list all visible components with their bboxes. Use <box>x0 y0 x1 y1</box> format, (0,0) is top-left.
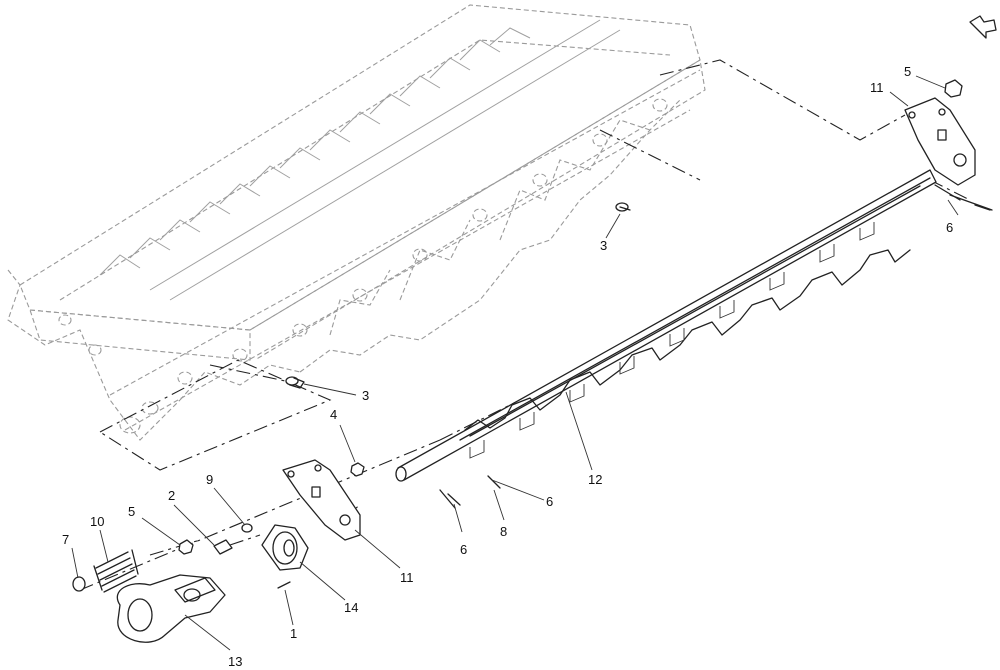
nut-upper <box>944 79 963 98</box>
clip-7 <box>72 576 86 592</box>
nut-5-lower <box>178 539 194 555</box>
knife-shaft-assembly <box>395 169 937 482</box>
callout-8: 8 <box>500 524 507 539</box>
pins-upper-right <box>934 184 993 211</box>
assembly-lines <box>79 59 971 591</box>
callout-5-lower: 5 <box>128 504 135 519</box>
callout-2: 2 <box>168 488 175 503</box>
frame-housing-outline <box>7 4 706 441</box>
callout-9: 9 <box>206 472 213 487</box>
callout-6-lower: 6 <box>460 542 467 557</box>
frame-chevron-pattern <box>99 19 621 301</box>
callout-11-lower: 11 <box>400 570 414 585</box>
callout-10: 10 <box>90 514 104 529</box>
lower-bracket-plate <box>282 459 361 541</box>
callout-1: 1 <box>290 626 297 641</box>
callout-4: 4 <box>330 407 337 422</box>
nut-4 <box>350 462 365 477</box>
bolt-upper <box>615 202 631 212</box>
callouts: 11 5 6 3 3 4 12 6 8 6 11 14 1 13 9 2 5 1… <box>62 64 953 669</box>
callout-6-middle: 6 <box>546 494 553 509</box>
callout-5-upper: 5 <box>904 64 911 79</box>
callout-13: 13 <box>228 654 242 669</box>
spring-10 <box>93 549 139 593</box>
hub-flange <box>261 524 309 571</box>
callout-7: 7 <box>62 532 69 547</box>
callout-12: 12 <box>588 472 602 487</box>
spacer-2 <box>213 539 233 555</box>
callout-3-lower: 3 <box>362 388 369 403</box>
right-bracket-plate <box>904 97 976 186</box>
callout-6-upper: 6 <box>946 220 953 235</box>
callout-3-upper: 3 <box>600 238 607 253</box>
callout-14: 14 <box>344 600 358 615</box>
handle-lever <box>116 574 226 643</box>
return-arrow-icon[interactable] <box>969 15 997 39</box>
pins-6-8 <box>439 475 501 509</box>
leader-lines <box>71 75 959 651</box>
pin-1 <box>277 581 291 589</box>
callout-11-upper: 11 <box>870 80 884 95</box>
bolt-lower <box>285 376 305 389</box>
bushing-9 <box>241 523 253 533</box>
